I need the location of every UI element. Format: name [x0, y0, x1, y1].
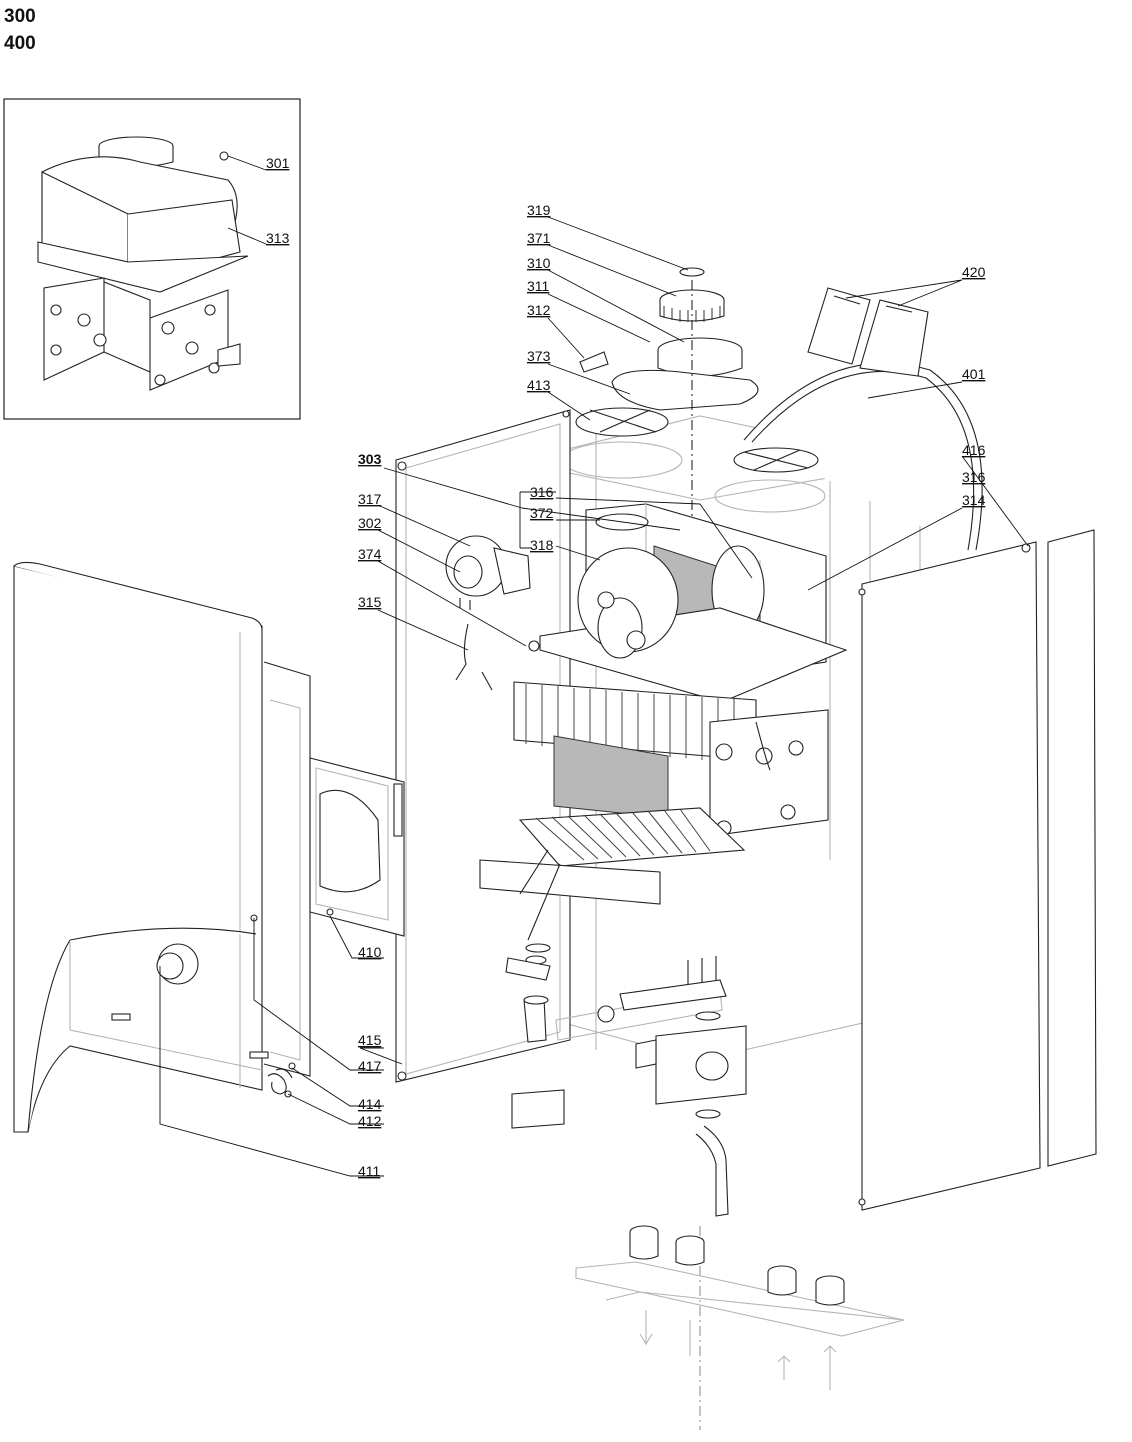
gas-valve [505, 956, 747, 1430]
callout-301: 301 [266, 155, 290, 171]
callout-labels: 319 371 310 311 312 373 413 303 317 302 … [358, 202, 986, 1179]
callout-415: 415 [358, 1032, 382, 1048]
flue-assembly [575, 267, 819, 520]
heat-exchanger [513, 681, 829, 837]
callout-313: 313 [266, 230, 290, 246]
callout-310: 310 [527, 255, 551, 271]
callout-303: 303 [358, 451, 382, 467]
callout-317: 317 [358, 491, 382, 507]
callout-412: 412 [358, 1113, 382, 1129]
callout-420: 420 [962, 264, 986, 280]
callout-416: 416 [962, 442, 986, 458]
inset-detail: 301 313 [3, 98, 301, 420]
callout-410: 410 [358, 944, 382, 960]
callout-414: 414 [358, 1096, 382, 1112]
callout-318: 318 [530, 537, 554, 553]
callout-316-right: 316 [962, 469, 986, 485]
callout-417: 417 [358, 1058, 382, 1074]
callout-401: 401 [962, 366, 986, 382]
front-cover [13, 561, 311, 1133]
model-number-400: 400 [4, 33, 36, 54]
leader-lines [159, 216, 1029, 1177]
model-number-300: 300 [4, 6, 36, 27]
callout-371: 371 [527, 230, 551, 246]
burner [479, 807, 746, 965]
callout-373: 373 [527, 348, 551, 364]
bracket-420 [807, 287, 929, 377]
callout-302: 302 [358, 515, 382, 531]
side-panel-right [858, 529, 1097, 1211]
callout-413: 413 [527, 377, 551, 393]
air-box-314 [528, 503, 848, 703]
pressure-switch [445, 535, 531, 691]
callout-311: 311 [527, 278, 550, 294]
callout-319: 319 [527, 202, 551, 218]
callout-315: 315 [358, 594, 382, 610]
callout-372: 372 [530, 505, 554, 521]
callout-316-upper: 316 [530, 484, 554, 500]
callout-314: 314 [962, 492, 986, 508]
mounting-plate [575, 1225, 905, 1390]
callout-312: 312 [527, 302, 551, 318]
callout-411: 411 [358, 1163, 381, 1179]
callout-374: 374 [358, 546, 382, 562]
control-panel [309, 757, 405, 937]
